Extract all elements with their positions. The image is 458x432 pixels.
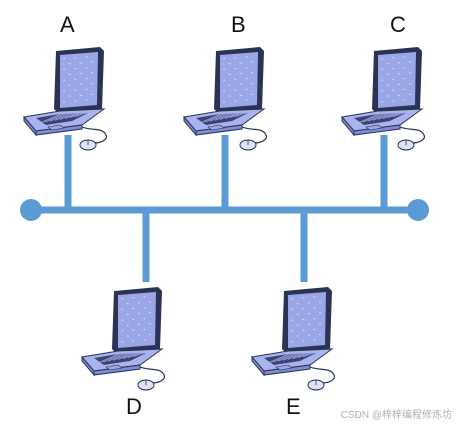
laptop-icon-c <box>341 47 425 151</box>
node-label-b: B <box>231 12 246 37</box>
watermark: CSDN @梓梓编程修炼坊 <box>340 410 452 421</box>
node-label-a: A <box>60 12 75 37</box>
node-label-e: E <box>286 394 301 419</box>
laptop-icon-b <box>183 47 267 151</box>
node-label-d: D <box>126 394 142 419</box>
bus-terminator-right <box>407 199 429 221</box>
laptop-icon-a <box>23 47 107 151</box>
laptop-icon-d <box>81 287 165 391</box>
bus-terminator-left <box>20 199 42 221</box>
laptop-icon-e <box>251 287 335 391</box>
node-label-c: C <box>390 12 406 37</box>
